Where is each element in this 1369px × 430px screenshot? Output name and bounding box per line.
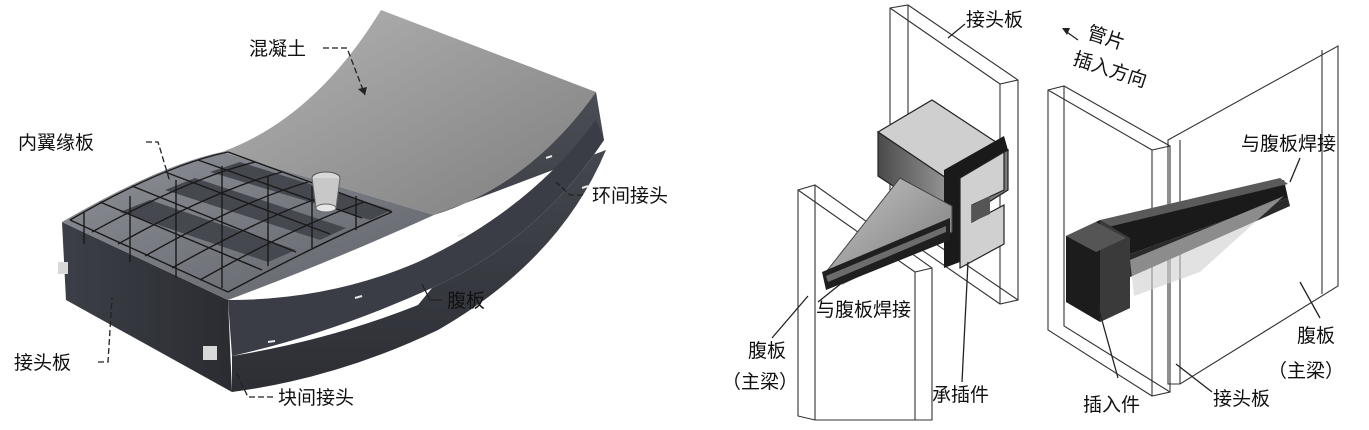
leader-end-plate-bottom [1175,363,1213,393]
joint-mark [203,346,217,360]
inner-flange-plate [62,152,434,300]
segment-side-face [232,92,606,392]
label-block-joint: 块间接头 [278,387,354,409]
leader-inner-flange [146,141,171,183]
label-end-plate: 接头板 [14,352,71,374]
label-inner-flange: 内翼缘板 [18,132,94,154]
label-socket: 承插件 [932,384,989,406]
label-web-right: 腹板 [1297,325,1335,347]
label-end-plate-bottom: 接头板 [1213,388,1270,410]
label-end-plate-top: 接头板 [966,9,1023,31]
leader-concrete [323,47,366,96]
label-insert-dir-1: 管片 [1084,22,1127,55]
label-insert-piece: 插入件 [1083,394,1140,416]
joint-mark [58,262,68,274]
insert-piece [1066,178,1290,322]
leader-web-right [1299,281,1321,319]
flange-channel-2 [165,178,346,240]
leader-ring-joint [555,181,583,196]
leader-weld-left [817,277,849,303]
leader-insert-piece [1097,305,1119,379]
segment-outer-face [228,120,604,356]
leader-web [421,283,442,301]
socket-gusset [822,177,953,290]
lifting-socket [311,171,341,213]
leader-end-plate [98,297,113,363]
leader-socket [961,261,969,383]
leader-web-left [771,295,809,339]
concrete-slab [222,10,596,215]
leader-weld-right [1289,157,1301,183]
label-weld-right: 与腹板焊接 [1241,133,1336,155]
label-web: 腹板 [447,290,485,312]
socket-box [876,99,1010,270]
flange-channel-1 [120,200,296,262]
label-weld-left: 与腹板焊接 [816,299,911,321]
label-concrete: 混凝土 [249,38,306,60]
web-plate-left [797,184,933,421]
label-ring-joint: 环间接头 [592,185,668,207]
label-insert-dir-2: 插入方向 [1070,48,1149,92]
label-web-left: 腹板 [748,340,786,362]
label-main-beam-left: （主梁） [722,371,798,393]
segment-model [58,10,606,392]
label-main-beam-right: （主梁） [1268,360,1344,382]
leader-end-plate-top [947,23,966,39]
flange-channel-3 [210,162,392,220]
segment-front-face [62,222,232,392]
